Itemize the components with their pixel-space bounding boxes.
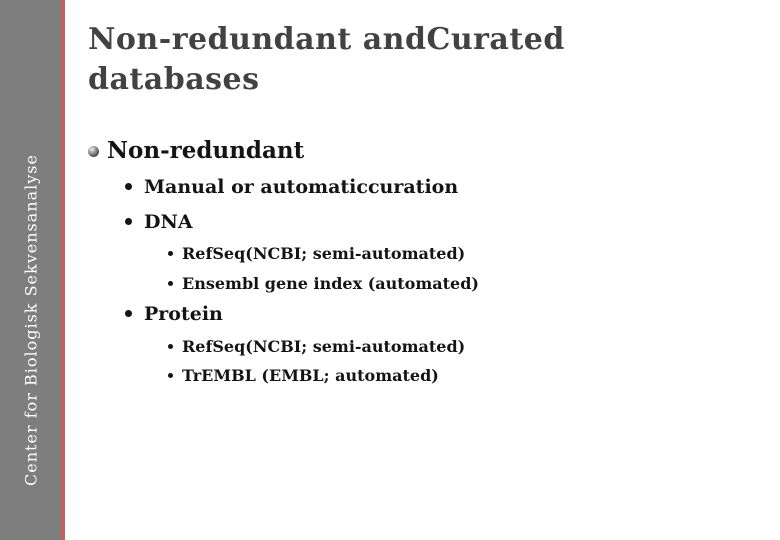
- bullet-text: TrEMBL (EMBL; automated): [182, 366, 439, 385]
- dot-bullet-icon: [125, 218, 132, 225]
- bullet-text: Protein: [144, 303, 223, 325]
- dot-bullet-icon: [168, 281, 173, 286]
- bullet-row-level2: Manual or automaticcuration: [125, 176, 458, 199]
- bullet-text: DNA: [144, 211, 193, 233]
- bullet-text: RefSeq(NCBI; semi-automated): [182, 337, 466, 356]
- dot-bullet-icon: [168, 251, 173, 256]
- accent-vertical-rule: [61, 0, 65, 540]
- slide-title: Non-redundant andCurated databases: [88, 20, 565, 100]
- bullet-row-level1: Non-redundant: [88, 138, 304, 164]
- dot-bullet-icon: [168, 373, 173, 378]
- bullet-row-level2: Protein: [125, 303, 223, 326]
- outline-heading: Non-redundant: [107, 137, 305, 164]
- bullet-row-level3: TrEMBL (EMBL; automated): [168, 366, 439, 386]
- dot-bullet-icon: [125, 183, 132, 190]
- sidebar-bar: Center for Biologisk Sekvensanalyse: [0, 0, 61, 540]
- bullet-text: Manual or automaticcuration: [144, 176, 459, 198]
- dot-bullet-icon: [125, 310, 132, 317]
- slide-title-line1: Non-redundant andCurated: [88, 22, 565, 57]
- slide-title-line2: databases: [88, 62, 260, 97]
- bullet-row-level3: RefSeq(NCBI; semi-automated): [168, 337, 465, 357]
- bullet-row-level3: Ensembl gene index (automated): [168, 274, 479, 294]
- bullet-text: RefSeq(NCBI; semi-automated): [182, 244, 466, 263]
- sidebar-vertical-label: Center for Biologisk Sekvensanalyse: [21, 154, 40, 486]
- bullet-text: Ensembl gene index (automated): [182, 274, 479, 293]
- sphere-bullet-icon: [88, 146, 99, 157]
- bullet-row-level2: DNA: [125, 211, 193, 234]
- dot-bullet-icon: [168, 344, 173, 349]
- bullet-row-level3: RefSeq(NCBI; semi-automated): [168, 244, 465, 264]
